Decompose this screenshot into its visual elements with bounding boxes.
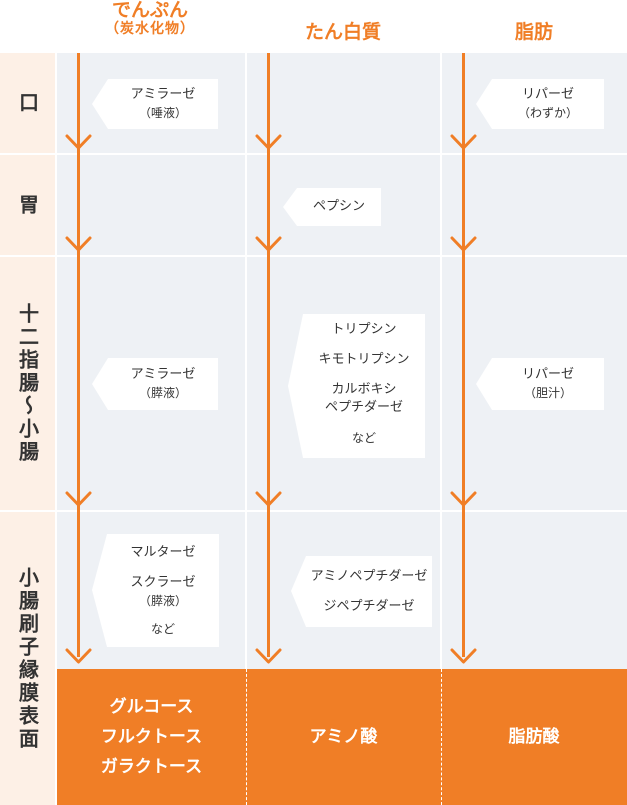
callout-pointer-duodenum-starch xyxy=(92,358,108,410)
row-label-duodenum-text: 十二指腸〜小腸 xyxy=(15,303,40,464)
column-title-starch: でんぷん xyxy=(111,0,188,21)
arrow-head-starch-4 xyxy=(65,648,92,664)
arrow-head-fat-4 xyxy=(450,648,477,664)
arrow-head-starch-2 xyxy=(65,236,92,252)
result-divider-2 xyxy=(441,669,442,805)
result-fat: 脂肪酸 xyxy=(441,669,627,805)
enzyme-duodenum-starch: アミラーゼ （膵液） xyxy=(108,358,218,410)
enzyme-name: リパーゼ xyxy=(521,87,574,102)
enzyme-name: リパーゼ xyxy=(521,367,574,382)
arrow-head-fat-2 xyxy=(450,236,477,252)
enzyme-source: （わずか） xyxy=(517,106,578,120)
arrow-head-protein-2 xyxy=(255,236,282,252)
column-title-protein: たん白質 xyxy=(304,21,381,43)
callout-pointer-duodenum-fat xyxy=(476,358,492,410)
result-fat-text: 脂肪酸 xyxy=(508,727,560,747)
row-label-stomach: 胃 xyxy=(0,155,55,255)
callout-pointer-duodenum-protein xyxy=(288,314,303,458)
enzyme-source: （膵液） xyxy=(138,386,187,400)
enzyme-line-1: アミノペプチダーゼ xyxy=(310,568,428,584)
arrow-head-protein-4 xyxy=(255,648,282,664)
column-title-fat: 脂肪 xyxy=(514,21,553,43)
column-header-fat: 脂肪 xyxy=(441,22,627,42)
result-starch-3: ガラクトース xyxy=(100,757,203,777)
arrow-head-starch-3 xyxy=(65,491,92,507)
enzyme-brush-protein: アミノペプチダーゼ ジペプチダーゼ xyxy=(306,556,432,627)
callout-pointer-brush-starch xyxy=(92,534,107,647)
row-label-brush-border: 小腸刷子縁膜表面 xyxy=(0,512,55,805)
row-label-mouth-text: 口 xyxy=(15,91,40,115)
enzyme-etc: など xyxy=(150,621,175,636)
enzyme-duodenum-protein: トリプシン キモトリプシン カルボキシ ペプチダーゼ など xyxy=(303,314,425,458)
arrow-head-starch-1 xyxy=(65,134,92,150)
enzyme-name: アミラーゼ xyxy=(130,367,196,382)
arrow-line-fat xyxy=(462,53,465,657)
enzyme-etc: など xyxy=(351,431,376,445)
result-divider-1 xyxy=(246,669,247,805)
arrow-head-fat-3 xyxy=(450,491,477,507)
enzyme-name: アミラーゼ xyxy=(130,87,196,102)
arrow-head-fat-1 xyxy=(450,134,477,150)
enzyme-line-2: ジペプチダーゼ xyxy=(323,598,415,614)
enzyme-duodenum-fat: リパーゼ （胆汁） xyxy=(492,358,604,410)
result-starch: グルコース フルクトース ガラクトース xyxy=(57,669,246,805)
result-protein-text: アミノ酸 xyxy=(309,727,378,747)
callout-pointer-brush-protein xyxy=(291,556,306,627)
arrow-head-protein-1 xyxy=(255,134,282,150)
enzyme-name: ペプシン xyxy=(312,199,365,214)
enzyme-line-2: キモトリプシン xyxy=(318,352,410,367)
enzyme-line-3b: ペプチダーゼ xyxy=(324,400,403,415)
enzyme-stomach-protein: ペプシン xyxy=(297,188,381,226)
column-header-starch: でんぷん （炭水化物） xyxy=(55,0,245,38)
row-label-duodenum: 十二指腸〜小腸 xyxy=(0,257,55,510)
column-header-protein: たん白質 xyxy=(246,22,440,42)
row-label-brush-border-text: 小腸刷子縁膜表面 xyxy=(15,566,40,751)
row-label-mouth: 口 xyxy=(0,53,55,153)
callout-pointer-mouth-starch xyxy=(92,79,108,129)
enzyme-mouth-starch: アミラーゼ （唾液） xyxy=(108,79,218,129)
enzyme-mouth-fat: リパーゼ （わずか） xyxy=(492,79,604,129)
column-subtitle-starch: （炭水化物） xyxy=(105,21,195,37)
enzyme-line-3a: カルボキシ xyxy=(331,382,397,397)
enzyme-brush-starch: マルターゼ スクラーゼ （膵液） など xyxy=(107,534,219,647)
enzyme-line-1: トリプシン xyxy=(331,322,397,337)
callout-pointer-mouth-fat xyxy=(476,79,492,129)
arrow-head-protein-3 xyxy=(255,491,282,507)
row-label-stomach-text: 胃 xyxy=(15,193,40,217)
enzyme-source: （膵液） xyxy=(138,593,187,608)
arrow-line-protein xyxy=(267,53,270,657)
arrow-line-starch xyxy=(77,53,80,657)
enzyme-source: （唾液） xyxy=(138,106,187,120)
result-starch-1: グルコース xyxy=(109,697,194,717)
enzyme-source: （胆汁） xyxy=(523,386,572,400)
enzyme-line-2: スクラーゼ xyxy=(130,574,196,590)
enzyme-line-1: マルターゼ xyxy=(130,544,196,560)
cell-brush-fat xyxy=(442,512,627,669)
callout-pointer-stomach-protein xyxy=(283,188,297,226)
result-protein: アミノ酸 xyxy=(246,669,441,805)
result-starch-2: フルクトース xyxy=(100,727,203,747)
